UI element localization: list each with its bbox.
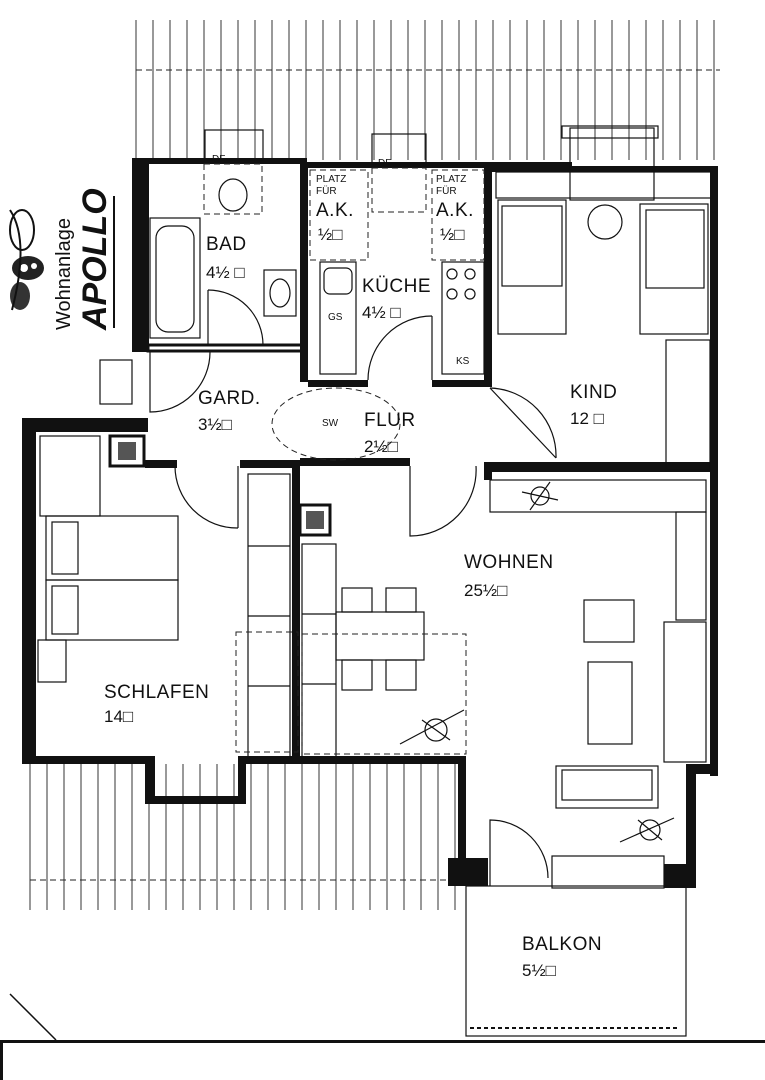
flur-label: FLUR (364, 410, 416, 431)
bathroom-fixtures (149, 129, 297, 346)
ak-left-line1: PLATZ (316, 174, 346, 185)
kind-furniture (489, 125, 713, 471)
ak-right-area: ½□ (440, 225, 464, 244)
wohnen-furniture (301, 479, 707, 809)
gs-label: GS (328, 312, 343, 323)
walls (22, 158, 718, 888)
flur-area: 2½□ (364, 437, 398, 456)
logo: Wohnanlage APOLLO (9, 188, 115, 331)
balkon-label: BALKON (522, 934, 602, 955)
wohnen-area: 25½□ (464, 581, 507, 600)
schlafen-area: 14□ (104, 707, 133, 726)
bottom-border (0, 1040, 765, 1043)
ak-left-line3: A.K. (316, 200, 354, 221)
logo-line2: APOLLO (76, 188, 114, 331)
kueche-label: KÜCHE (362, 276, 431, 297)
sw-label: SW (322, 418, 339, 429)
logo-line1: Wohnanlage (53, 218, 75, 330)
bad-label: BAD (206, 234, 247, 255)
kueche-area: 4½ □ (362, 303, 401, 322)
bad-area: 4½ □ (206, 263, 245, 282)
hall-fixtures (99, 351, 477, 537)
butterfly-icon (9, 209, 44, 311)
ak-right-line3: A.K. (436, 200, 474, 221)
gard-area: 3½□ (198, 415, 232, 434)
ks-label: KS (456, 356, 470, 367)
schlafen-furniture (37, 435, 299, 759)
balcony (465, 819, 687, 1037)
left-border (0, 1040, 3, 1080)
corner-line (9, 993, 57, 1041)
roof-top (135, 20, 720, 160)
df-right-label: DF (378, 158, 391, 169)
df-left-label: DF (212, 154, 225, 165)
ak-right-line2: FÜR (436, 185, 457, 197)
fixture-labels: DF DF GS KS SW (212, 154, 470, 429)
schlafen-label: SCHLAFEN (104, 682, 209, 703)
ak-right-line1: PLATZ (436, 174, 466, 185)
gard-label: GARD. (198, 388, 261, 409)
room-labels: BAD 4½ □ PLATZ FÜR A.K. ½□ PLATZ FÜR A.K… (104, 174, 617, 980)
ak-left-area: ½□ (318, 225, 342, 244)
wohnen-label: WOHNEN (464, 552, 554, 573)
ak-left-line2: FÜR (316, 185, 337, 197)
kind-area: 12 □ (570, 409, 604, 428)
kind-label: KIND (570, 382, 617, 403)
balkon-area: 5½□ (522, 961, 556, 980)
plant-icons (399, 481, 675, 843)
kitchen-fixtures (309, 133, 485, 381)
roof-bottom (29, 764, 456, 910)
